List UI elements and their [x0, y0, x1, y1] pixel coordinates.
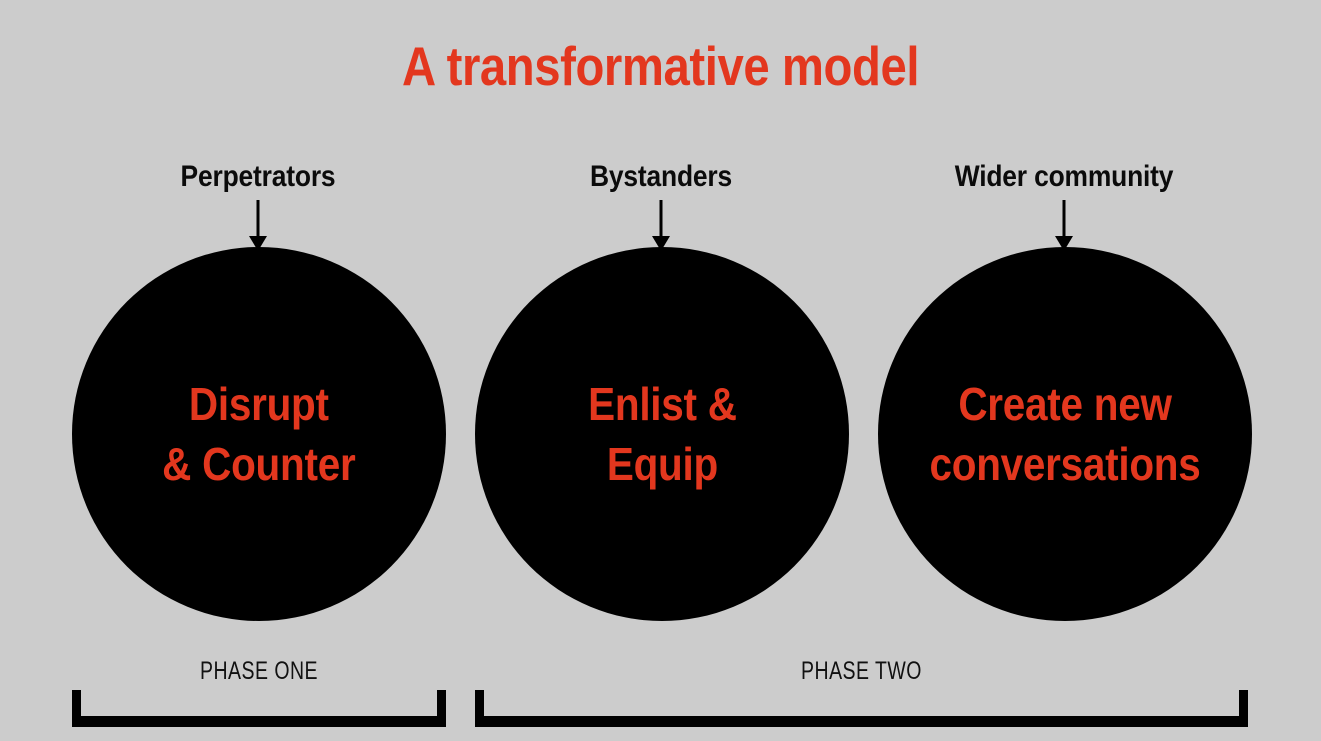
down-arrow-icon [854, 200, 1274, 252]
circle-label-line2: & Counter [162, 438, 356, 490]
circle-label-line2: Equip [606, 438, 718, 490]
circle-label-line2: conversations [929, 438, 1201, 490]
phase-two-bracket [475, 690, 1248, 727]
circle-enlist-equip[interactable]: Enlist & Equip [475, 247, 849, 621]
down-arrow-icon [48, 200, 468, 252]
column-bystanders: Bystanders Enlist & Equip [451, 0, 871, 741]
phase-one-group: PHASE ONE [72, 658, 446, 728]
page-title: A transformative model [401, 35, 920, 97]
bracket-tick-right [1239, 690, 1248, 727]
bracket-tick-left [475, 690, 484, 727]
bracket-tick-right [437, 690, 446, 727]
bracket-bar [72, 716, 446, 727]
circle-create-new-conversations[interactable]: Create new conversations [878, 247, 1252, 621]
bracket-bar [475, 716, 1248, 727]
audience-label-perpetrators: Perpetrators [180, 160, 336, 193]
phase-two-label: PHASE TWO [801, 657, 922, 685]
circle-label: Create new conversations [929, 374, 1200, 494]
column-wider-community: Wider community Create new conversations [854, 0, 1274, 741]
audience-label-bystanders: Bystanders [589, 160, 733, 193]
circle-label: Disrupt & Counter [162, 374, 356, 494]
bracket-tick-left [72, 690, 81, 727]
circle-label-line1: Create new [958, 378, 1172, 430]
circle-label-line1: Disrupt [189, 378, 329, 430]
phase-two-group: PHASE TWO [475, 658, 1248, 728]
circle-label-line1: Enlist & [587, 378, 737, 430]
phase-one-label: PHASE ONE [200, 657, 318, 685]
circle-label: Enlist & Equip [588, 374, 737, 494]
down-arrow-icon [451, 200, 871, 252]
audience-label-wider-community: Wider community [954, 160, 1174, 193]
column-perpetrators: Perpetrators Disrupt & Counter [48, 0, 468, 741]
phase-one-bracket [72, 690, 446, 727]
circle-disrupt-counter[interactable]: Disrupt & Counter [72, 247, 446, 621]
